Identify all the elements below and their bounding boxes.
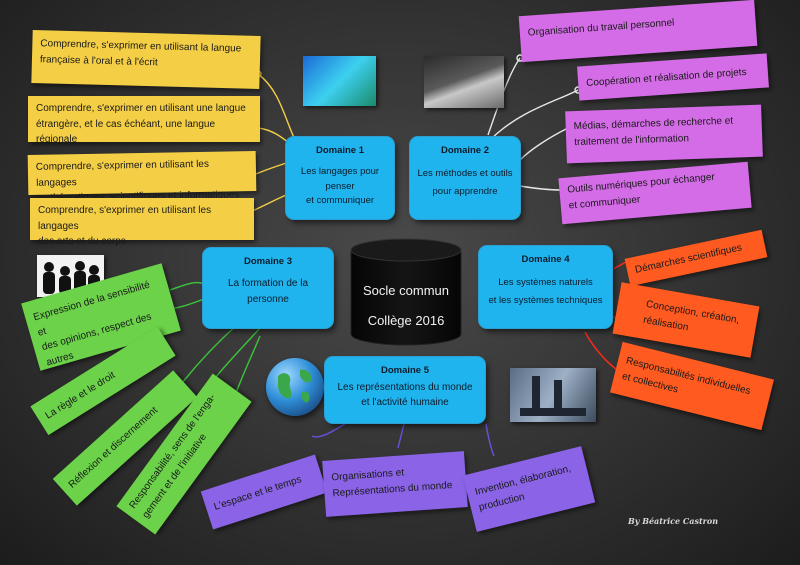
note-langue-etrangere: Comprendre, s'exprimer en utilisant une … [28,96,260,145]
domaine-2-title: Domaine 2 [440,145,490,156]
center-cylinder [350,238,462,346]
author-credit: By Béatrice Castron [628,516,719,526]
domaine-5-box[interactable]: Domaine 5 Les représentations du monde e… [325,357,485,423]
note-langages-arts: Comprendre, s'exprimer en utilisant les … [30,198,254,247]
domaine-2-box[interactable]: Domaine 2 Les méthodes et outils pour ap… [410,137,520,219]
note-espace-temps: L'espace et le temps [200,454,328,530]
center-title-line2: Collège 2016 [367,313,445,328]
note-organisation-travail: Organisation du travail personnel [518,0,758,63]
note-demarches-scientifiques: Démarches scientifiques [624,229,768,287]
domaine-4-box[interactable]: Domaine 4 Les systèmes naturels et les s… [479,246,612,328]
domaine-4-desc: Les systèmes naturels et les systèmes te… [488,277,603,307]
note-medias: Médias, démarches de recherche et traite… [565,104,763,164]
note-organisations-representations: Organisations et Représentations du mond… [322,451,468,517]
domaine-3-desc: La formation de la personne [227,278,309,305]
microscope-photo [510,368,596,422]
note-cooperation: Coopération et réalisation de projets [577,53,769,101]
domaine-3-title: Domaine 3 [243,256,293,267]
domaine-5-title: Domaine 5 [380,365,430,376]
note-langages-mathematiques: Comprendre, s'exprimer en utilisant les … [27,151,257,204]
note-langue-francaise: Comprendre, s'exprimer en utilisant la l… [31,30,261,89]
domaine-1-desc: Les langages pour penser et communiquer [300,166,380,207]
laptop-photo [424,56,504,108]
domaine-5-desc: Les représentations du monde et l'activi… [337,382,473,408]
domaine-3-box[interactable]: Domaine 3 La formation de la personne [203,248,333,328]
globe-icon [266,358,324,416]
note-outils-numeriques: Outils numériques pour échanger et commu… [558,161,752,225]
domaine-1-title: Domaine 1 [315,145,365,156]
domaine-1-box[interactable]: Domaine 1 Les langages pour penser et co… [286,137,394,219]
domaine-4-title: Domaine 4 [521,254,570,265]
center-title-line1: Socle commun [363,283,449,298]
children-silhouette-photo [303,56,376,106]
note-invention-elaboration: Invention, élaboration, production [462,446,596,532]
domaine-2-desc: Les méthodes et outils pour apprendre [417,168,513,198]
